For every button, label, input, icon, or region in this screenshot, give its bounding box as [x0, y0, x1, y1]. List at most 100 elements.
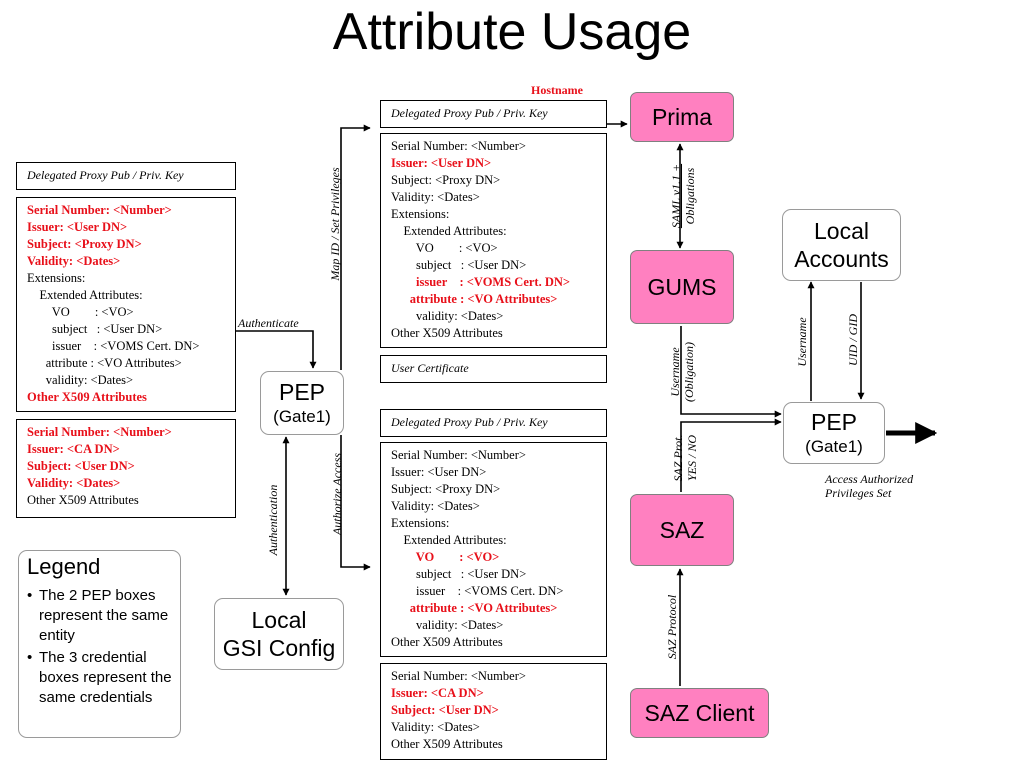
cert-line: attribute : <VO Attributes> — [27, 356, 182, 370]
cert-line: Extensions: — [391, 207, 450, 221]
cert-line: Issuer: <CA DN> — [27, 442, 120, 456]
local-gsi-config: Local GSI Config — [214, 598, 344, 670]
access-label-line1: Access Authorized — [825, 472, 914, 486]
cert-line: Validity: <Dates> — [27, 254, 121, 268]
cert-line: Subject: <Proxy DN> — [27, 237, 142, 251]
cert-line: Serial Number: <Number> — [391, 448, 526, 462]
saz-client-node: SAZ Client — [630, 688, 769, 738]
delegated-proxy-key-top: Delegated Proxy Pub / Priv. Key — [380, 100, 607, 128]
cert-line: Validity: <Dates> — [391, 720, 480, 734]
cert-line: Other X509 Attributes — [391, 635, 503, 649]
page-title: Attribute Usage — [332, 3, 692, 61]
proxy-certificate-top: Serial Number: <Number> Issuer: <User DN>… — [380, 133, 607, 348]
saml-label: SAML v1.1 + Obligations — [669, 164, 697, 228]
cert-line: Subject: <User DN> — [391, 703, 499, 717]
proxy-certificate-bottom: Serial Number: <Number> Issuer: <User DN>… — [380, 442, 607, 657]
saz-prot-line2: YES / NO — [685, 435, 699, 482]
local-accounts: Local Accounts — [782, 209, 901, 281]
cert-line: subject : <User DN> — [391, 258, 527, 272]
saz-node: SAZ — [630, 494, 734, 566]
authenticate-label: Authenticate — [238, 316, 299, 330]
cert-line: Extended Attributes: — [391, 533, 507, 547]
pep-gate1-left: PEP (Gate1) — [260, 371, 344, 435]
legend-title: Legend — [27, 554, 101, 579]
cert-line: Subject: <Proxy DN> — [391, 482, 501, 496]
cert-line: VO : <VO> — [391, 241, 498, 255]
legend-box: Legend The 2 PEP boxes represent the sam… — [18, 550, 181, 738]
cert-line: subject : <User DN> — [27, 322, 163, 336]
cert-line: Other X509 Attributes — [27, 390, 147, 404]
user-certificate-bottom: Serial Number: <Number>Issuer: <CA DN>Su… — [380, 663, 607, 760]
cert-line: VO : <VO> — [27, 305, 134, 319]
authorize-access-label: Authorize Access — [330, 452, 344, 536]
proxy-certificate-left: Serial Number: <Number> Issuer: <User DN>… — [16, 197, 236, 412]
cert-line: issuer : <VOMS Cert. DN> — [391, 275, 571, 289]
cert-line: attribute : <VO Attributes> — [391, 292, 558, 306]
username-label: Username — [795, 317, 809, 367]
cert-line: Issuer: <User DN> — [391, 465, 487, 479]
pep-left-sub: (Gate1) — [273, 407, 331, 426]
pep-right-name: PEP — [810, 409, 858, 435]
authenticate-connector — [234, 330, 317, 369]
cert-line: Subject: <User DN> — [27, 459, 135, 473]
cert-line: validity: <Dates> — [27, 373, 134, 387]
legend-item-credentials: The 3 credential boxes represent the sam… — [27, 648, 174, 708]
local-accounts-line2: Accounts — [794, 246, 889, 272]
authentication-label: Authentication — [266, 484, 280, 556]
username-obligation-line1: Username — [668, 347, 682, 397]
cert-line: Other X509 Attributes — [27, 493, 139, 507]
cert-line: Serial Number: <Number> — [27, 203, 172, 217]
username-obligation-label: Username (Obligation) — [668, 342, 696, 402]
saz-prot-label: SAZ Prot. YES / NO — [671, 435, 699, 482]
cert-line: validity: <Dates> — [391, 309, 504, 323]
cert-line: VO : <VO> — [391, 550, 500, 564]
saz-prot-line1: SAZ Prot. — [671, 434, 685, 482]
cert-line: Other X509 Attributes — [391, 737, 503, 751]
cert-line: issuer : <VOMS Cert. DN> — [27, 339, 200, 353]
access-authorized-label: Access Authorized Privileges Set — [825, 472, 913, 500]
saml-label-line2: Obligations — [683, 167, 697, 225]
delegated-proxy-key-bottom: Delegated Proxy Pub / Priv. Key — [380, 409, 607, 437]
local-accounts-line1: Local — [814, 218, 869, 244]
pep-right-sub: (Gate1) — [805, 437, 863, 456]
cert-line: subject : <User DN> — [391, 567, 527, 581]
user-certificate-left: Serial Number: <Number> Issuer: <CA DN> Su… — [16, 419, 236, 518]
local-gsi-line1: Local — [251, 607, 307, 633]
cert-line: Subject: <Proxy DN> — [391, 173, 501, 187]
cert-line: Validity: <Dates> — [27, 476, 121, 490]
access-label-line2: Privileges Set — [825, 486, 892, 500]
cert-line: issuer : <VOMS Cert. DN> — [391, 584, 564, 598]
map-id-label: Map ID / Set Privileges — [328, 167, 342, 281]
cert-line: Issuer: <User DN> — [27, 220, 128, 234]
cert-line: Issuer: <User DN> — [391, 156, 492, 170]
cert-line: attribute : <VO Attributes> — [391, 601, 558, 615]
uid-gid-label: UID / GID — [846, 314, 860, 366]
pep-gate1-right: PEP (Gate1) — [783, 402, 885, 464]
username-obligation-connector — [680, 326, 782, 418]
cert-line: Extended Attributes: — [391, 224, 507, 238]
prima-node: Prima — [630, 92, 734, 142]
pep-left-name: PEP — [278, 379, 326, 405]
gums-node: GUMS — [630, 250, 734, 324]
cert-line: Serial Number: <Number> — [27, 425, 172, 439]
delegated-proxy-key-left: Delegated Proxy Pub / Priv. Key — [16, 162, 236, 190]
username-obligation-line2: (Obligation) — [682, 342, 696, 402]
local-gsi-line2: GSI Config — [222, 635, 336, 661]
cert-line: Issuer: <CA DN> — [391, 686, 484, 700]
authorize-access-connector — [340, 435, 371, 571]
cert-line: Extensions: — [27, 271, 86, 285]
legend-list: The 2 PEP boxes represent the same entit… — [27, 586, 174, 708]
cert-line: Extended Attributes: — [27, 288, 143, 302]
saz-protocol-label: SAZ Protocol — [665, 594, 679, 660]
map-id-connector — [340, 124, 371, 370]
cert-line: Serial Number: <Number> — [391, 139, 526, 153]
hostname-label: Hostname — [531, 83, 583, 97]
legend-item-pep: The 2 PEP boxes represent the same entit… — [27, 586, 174, 646]
user-certificate-header: User Certificate — [380, 355, 607, 383]
cert-line: Validity: <Dates> — [391, 190, 480, 204]
cert-line: Validity: <Dates> — [391, 499, 480, 513]
cert-line: Extensions: — [391, 516, 450, 530]
cert-line: validity: <Dates> — [391, 618, 504, 632]
saml-label-line1: SAML v1.1 + — [669, 163, 683, 229]
